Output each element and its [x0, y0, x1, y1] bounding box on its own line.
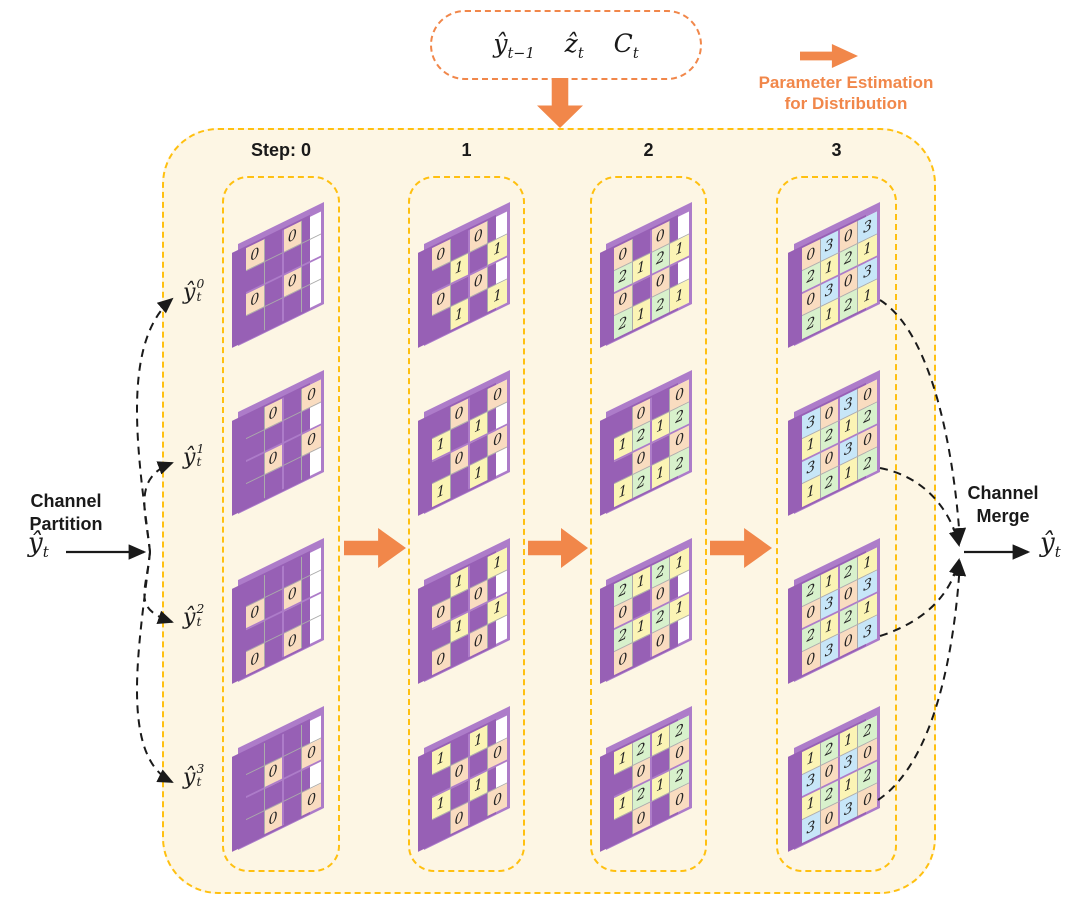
legend-arrow-icon: [800, 44, 858, 68]
step-label-3: 3: [831, 140, 842, 160]
input-symbol-z: ẑt: [564, 28, 584, 62]
merge-title-line1: Channel: [967, 483, 1039, 503]
partition-input-label: ŷt: [28, 528, 49, 562]
input-symbol-c: Ct: [613, 28, 639, 62]
step-label-1: 1: [461, 140, 472, 160]
merge-title-line2: Merge: [976, 506, 1030, 527]
input-node-pill: ŷt−1 ẑt Ct: [430, 10, 702, 80]
legend-line1: Parameter Estimation: [758, 73, 934, 92]
partition-title-line1: Channel: [30, 491, 102, 511]
channel-partition-title: Channel Partition: [18, 490, 114, 537]
step-label-0: Step: 0: [250, 140, 311, 160]
channel-merge-title: Channel Merge: [948, 482, 1058, 529]
step-label-2: 2: [643, 140, 654, 160]
input-symbol-y-prev: ŷt−1: [493, 28, 535, 62]
flow-down-arrow-icon: [537, 78, 583, 128]
legend-line2: for Distribution: [784, 94, 908, 114]
partition-title-line2: Partition: [29, 514, 103, 535]
legend-label: Parameter Estimation for Distribution: [740, 72, 952, 115]
merge-output-label: ŷt: [1040, 528, 1061, 562]
